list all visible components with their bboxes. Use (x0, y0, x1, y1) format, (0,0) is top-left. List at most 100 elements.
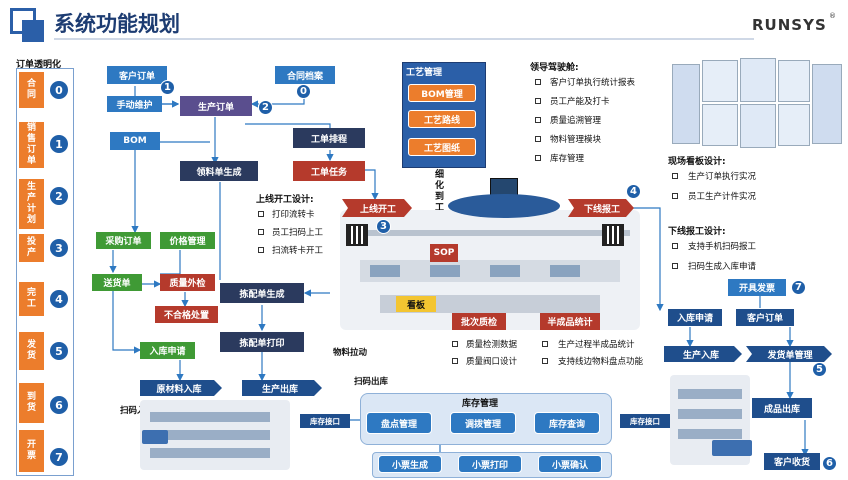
kanban-bullet-2 (672, 193, 678, 199)
material-gen-box: 领料单生成 (180, 161, 258, 181)
leader-item-4: 物料管理模块 (550, 135, 602, 145)
customer-file-box: 合同档案 (275, 66, 335, 84)
sidebar-item-arrival: 到货 (19, 383, 44, 423)
sidebar-num-2: 2 (50, 187, 68, 205)
inventory-transfer: 调拨管理 (450, 412, 516, 434)
online-bullet-3 (258, 247, 264, 253)
online-item-2: 员工扫码上工 (272, 228, 324, 238)
material-pull-label: 物料拉动 (333, 348, 368, 358)
inventory-port-left: 库存接口 (300, 414, 350, 428)
process-bom-mgmt: BOM管理 (408, 84, 476, 102)
ticket-confirm: 小票确认 (538, 455, 602, 473)
quality-item-1: 质量检测数据 (466, 340, 518, 350)
leader-bullet-5 (535, 155, 541, 161)
sidebar-item-contract: 合同 (19, 72, 44, 108)
dashboard-screens-image (672, 58, 842, 148)
offline-item-2: 扫码生成入库申请 (688, 262, 757, 272)
ticket-print: 小票打印 (458, 455, 522, 473)
header-divider (54, 38, 754, 40)
flow-badge-3: 3 (376, 219, 391, 234)
kanban-box: 看板 (396, 296, 436, 312)
manual-maint-box: 手动维护 (107, 96, 162, 112)
kanban-design-title: 现场看板设计: (668, 157, 726, 167)
flow-badge-6: 6 (822, 456, 837, 471)
quality-bullet-1 (452, 341, 458, 347)
delivery-note-box: 送货单 (92, 274, 142, 291)
workshop-ellipse-icon (448, 194, 560, 218)
page-title: 系统功能规划 (54, 12, 180, 36)
flow-badge-0: 0 (296, 84, 311, 99)
work-task-box: 工单任务 (293, 161, 365, 181)
inbound-req2-box: 入库申请 (668, 309, 722, 326)
chevron-prod-outbound (242, 380, 322, 396)
brand-logo: RUNSYS (752, 16, 827, 34)
sidebar-num-1: 1 (50, 135, 68, 153)
bom-box: BOM (110, 132, 160, 150)
leader-bullet-1 (535, 79, 541, 85)
kanban-bullet-1 (672, 173, 678, 179)
quality-bullet-2 (452, 358, 458, 364)
flow-badge-7: 7 (791, 280, 806, 295)
prod-outbound-label: 生产出库 (261, 384, 298, 395)
qr-code-right-icon (602, 224, 624, 246)
price-mgmt-box: 价格管理 (160, 232, 215, 249)
kanban-item-1: 生产订单执行实况 (688, 172, 757, 182)
inventory-query: 库存查询 (534, 412, 600, 434)
flow-badge-4: 4 (626, 184, 641, 199)
leader-bullet-4 (535, 136, 541, 142)
leader-item-2: 员工产能及打卡 (550, 97, 610, 107)
semi-bullet-2 (542, 358, 548, 364)
flow-badge-5: 5 (812, 362, 827, 377)
quality-out-box: 质量外检 (160, 274, 215, 291)
picking-print-box: 拣配单打印 (220, 332, 304, 352)
sidebar-item-sales-order: 销售订单 (19, 122, 44, 168)
chevron-prod-inbound (664, 346, 742, 362)
semi-item-2: 支持线边物料盘点功能 (558, 357, 644, 367)
prod-inbound-label: 生产入库 (682, 350, 719, 361)
sidebar-item-production-plan: 生产计划 (19, 179, 44, 229)
online-start-label: 上线开工 (359, 204, 396, 215)
flow-badge-2: 2 (258, 100, 273, 115)
chevron-offline-report (568, 199, 634, 217)
leader-item-3: 质量追溯管理 (550, 116, 602, 126)
leader-bullet-3 (535, 117, 541, 123)
offline-design-title: 下线报工设计: (668, 227, 726, 237)
inbound-req-box: 入库申请 (140, 342, 195, 359)
quality-item-2: 质量阀口设计 (466, 357, 518, 367)
inventory-title: 库存管理 (462, 399, 499, 409)
online-item-3: 扫流转卡开工 (272, 246, 324, 256)
qr-code-left-icon (346, 224, 368, 246)
sidebar-num-5: 5 (50, 342, 68, 360)
brand-mark: ® (829, 12, 836, 20)
chevron-online-start (342, 199, 412, 217)
inventory-count: 盘点管理 (366, 412, 432, 434)
sidebar-num-7: 7 (50, 448, 68, 466)
online-bullet-2 (258, 229, 264, 235)
ship-mgmt-label: 发货单管理 (767, 350, 813, 361)
online-design-title: 上线开工设计: (256, 195, 314, 205)
offline-bullet-2 (672, 263, 678, 269)
raw-inbound-label: 原材料入库 (156, 384, 202, 395)
sidebar-item-completed: 完工 (19, 282, 44, 316)
left-truck-icon (142, 430, 168, 444)
offline-report-label: 下线报工 (583, 204, 620, 215)
production-order-box: 生产订单 (180, 96, 252, 116)
customer-receipt-box: 客户收货 (764, 453, 820, 470)
sop-box: SOP (430, 244, 458, 262)
semi-item-1: 生产过程半成品统计 (558, 340, 635, 350)
offline-item-1: 支持手机扫码报工 (688, 242, 757, 252)
offline-bullet-1 (672, 243, 678, 249)
customer-order2-box: 客户订单 (736, 309, 794, 326)
semi-bullet-1 (542, 341, 548, 347)
online-item-1: 打印流转卡 (272, 210, 315, 220)
batch-qc-box: 批次质检 (452, 313, 506, 330)
right-truck-icon (712, 440, 752, 456)
open-invoice-box: 开具发票 (728, 279, 786, 296)
sidebar-frame (16, 68, 74, 476)
finished-out-box: 成品出库 (752, 398, 812, 418)
sidebar-item-start-production: 投产 (19, 234, 44, 262)
sidebar-num-3: 3 (50, 239, 68, 257)
leader-item-5: 库存管理 (550, 154, 585, 164)
leader-item-1: 客户订单执行统计报表 (550, 78, 636, 88)
process-drawing: 工艺图纸 (408, 138, 476, 156)
